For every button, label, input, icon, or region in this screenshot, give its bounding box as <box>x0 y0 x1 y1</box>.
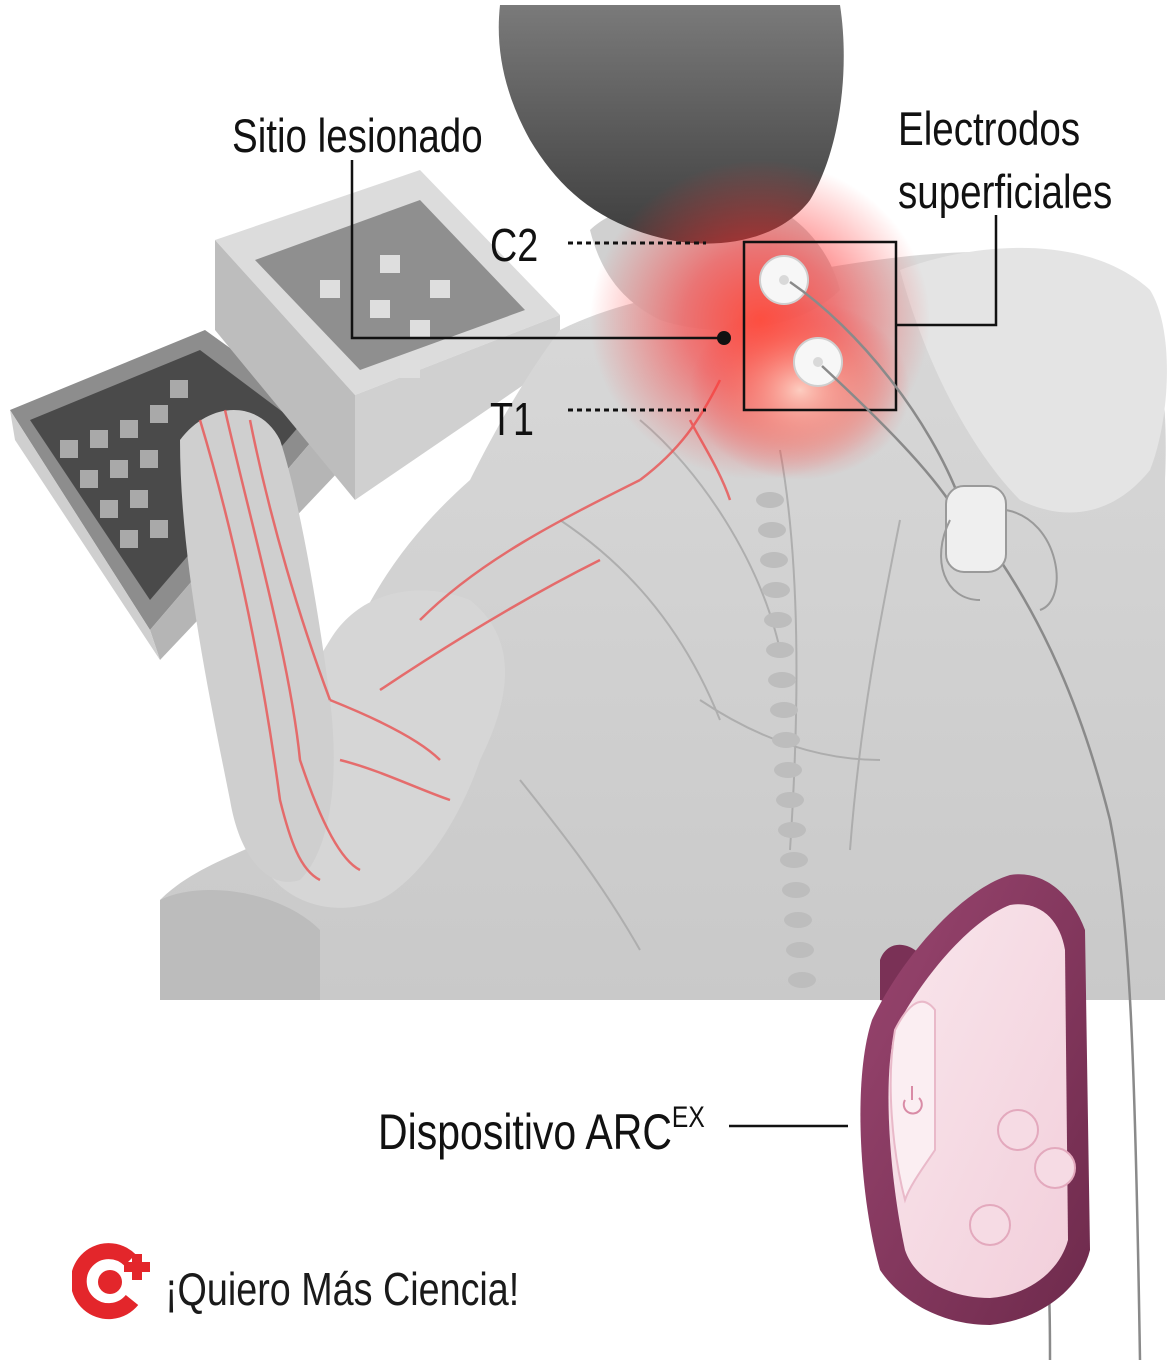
electrodes-label-line1: Electrodos <box>898 101 1080 156</box>
device-label: Dispositivo ARCEX <box>378 1103 705 1161</box>
electrodes-label-line2: superficiales <box>898 164 1112 219</box>
device-name: Dispositivo ARC <box>378 1104 672 1160</box>
device-button-3 <box>970 1205 1010 1245</box>
injury-site-label: Sitio lesionado <box>232 108 483 163</box>
brand-name: ¡Quiero Más Ciencia! <box>165 1262 519 1316</box>
device-button-1 <box>998 1110 1038 1150</box>
device-superscript: EX <box>672 1101 705 1134</box>
level-t1-label: T1 <box>490 392 534 446</box>
injury-site-marker <box>717 331 731 345</box>
level-c2-label: C2 <box>490 218 538 272</box>
c-plus-logo-icon <box>72 1240 154 1322</box>
device-button-2 <box>1035 1148 1075 1188</box>
